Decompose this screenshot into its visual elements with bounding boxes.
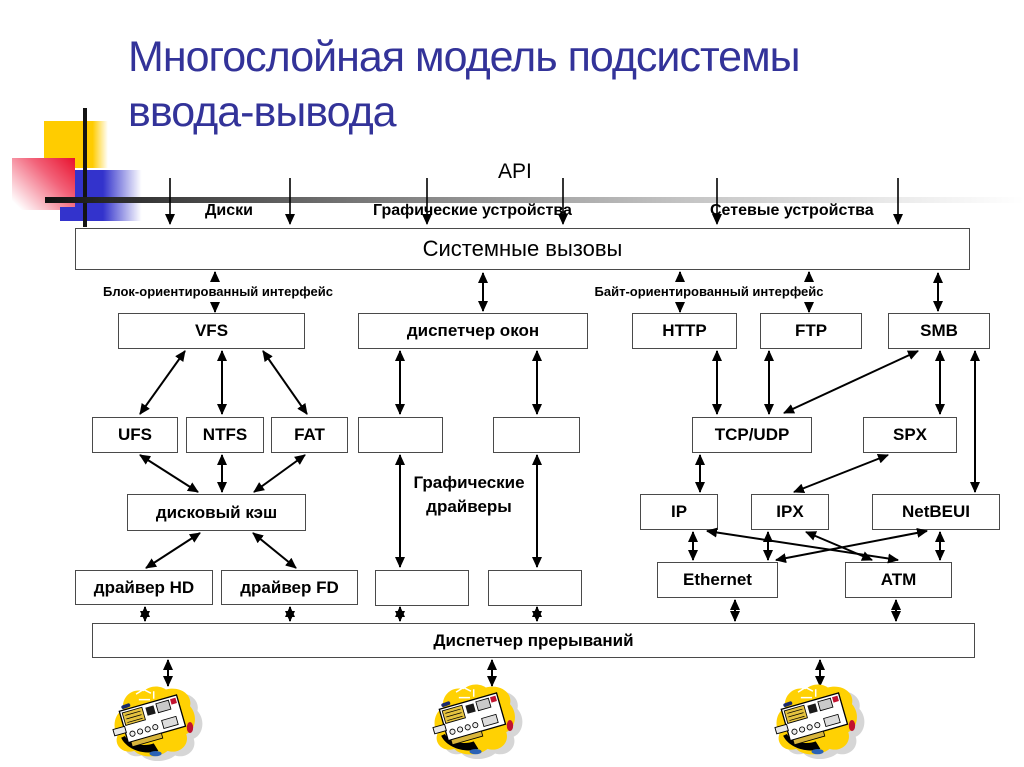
bus-label-graphics: Графические устройства bbox=[373, 202, 572, 219]
page-title: Многослойная модель подсистемы ввода-выв… bbox=[128, 30, 988, 140]
accent-vertical-line bbox=[83, 108, 87, 227]
connector-vfs-fat bbox=[262, 350, 308, 415]
box-vfs: VFS bbox=[118, 313, 305, 349]
connector-ipx-atm bbox=[805, 531, 873, 561]
box-ip: IP bbox=[640, 494, 718, 530]
box-http: HTTP bbox=[632, 313, 737, 349]
block-interface-label: Блок-ориентированный интерфейс bbox=[103, 284, 333, 299]
bus-label-disks: Диски bbox=[205, 202, 253, 219]
box-atm: ATM bbox=[845, 562, 952, 598]
box-fat: FAT bbox=[271, 417, 348, 453]
box-ethernet: Ethernet bbox=[657, 562, 778, 598]
connector-spx-ipx bbox=[793, 454, 889, 493]
box-fd-driver: драйвер FD bbox=[221, 570, 358, 605]
box-graphics-upper-2 bbox=[493, 417, 580, 453]
box-graphics-upper-1 bbox=[358, 417, 443, 453]
expansion-card-icon bbox=[427, 683, 524, 760]
api-gradient-line bbox=[45, 197, 1024, 203]
box-disk-cache: дисковый кэш bbox=[127, 494, 306, 531]
box-ntfs: NTFS bbox=[186, 417, 264, 453]
connector-smb-tcp bbox=[783, 350, 919, 414]
box-spx: SPX bbox=[863, 417, 957, 453]
accent-blue-square-lower bbox=[60, 207, 103, 221]
connector-ip-atm bbox=[706, 527, 899, 564]
box-graphics-lower-1 bbox=[375, 570, 469, 606]
box-window-manager: диспетчер окон bbox=[358, 313, 588, 349]
expansion-card-icon bbox=[769, 683, 866, 760]
byte-interface-label: Байт-ориентированный интерфейс bbox=[594, 284, 824, 299]
layer-system-calls: Системные вызовы bbox=[75, 228, 970, 270]
connector-netbeui-ethernet bbox=[775, 527, 928, 564]
page-title-line2: ввода-вывода bbox=[128, 88, 397, 136]
connector-vfs-ufs bbox=[139, 350, 186, 415]
layer-interrupt-dispatcher: Диспетчер прерываний bbox=[92, 623, 975, 658]
page-title-line1: Многослойная модель подсистемы bbox=[128, 33, 801, 81]
expansion-card-icon bbox=[107, 685, 204, 762]
connector-cache-fd bbox=[252, 532, 297, 569]
connector-cache-hd bbox=[145, 532, 201, 569]
box-graphics-lower-2 bbox=[488, 570, 582, 606]
bus-label-network: Сетевые устройства bbox=[710, 202, 874, 219]
connector-fat-cache bbox=[253, 454, 306, 493]
connector-ufs-cache bbox=[139, 454, 199, 493]
api-label: API bbox=[498, 160, 532, 183]
box-hd-driver: драйвер HD bbox=[75, 570, 213, 605]
box-tcp-udp: TCP/UDP bbox=[692, 417, 812, 453]
box-ftp: FTP bbox=[760, 313, 862, 349]
box-netbeui: NetBEUI bbox=[872, 494, 1000, 530]
box-ipx: IPX bbox=[751, 494, 829, 530]
graphic-drivers-label: Графические драйверы bbox=[413, 473, 525, 516]
box-ufs: UFS bbox=[92, 417, 178, 453]
box-smb: SMB bbox=[888, 313, 990, 349]
